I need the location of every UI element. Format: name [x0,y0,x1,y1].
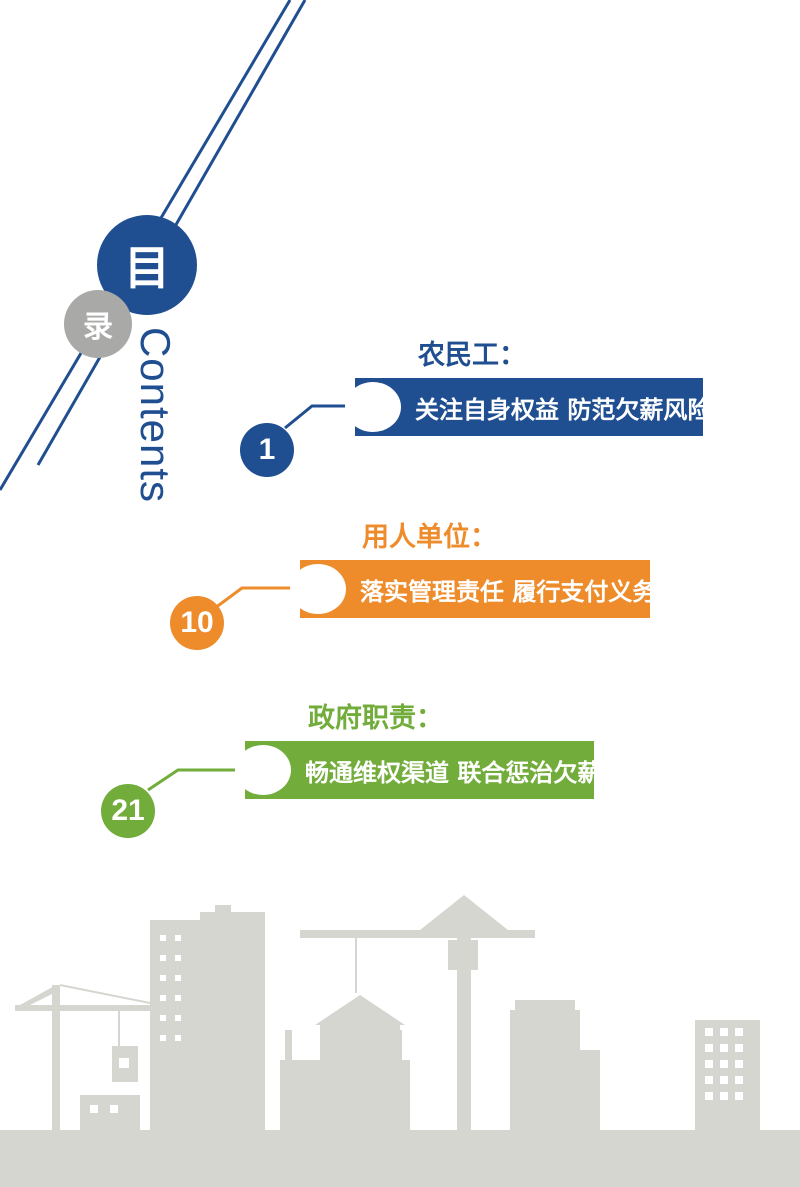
section-1-banner-text: 关注自身权益 防范欠薪风险 [415,395,712,424]
section-2-banner[interactable]: 落实管理责任 履行支付义务 [290,560,656,618]
section-1-page-number[interactable]: 1 [240,423,294,477]
toc-heading-main-circle: 目 [97,215,197,315]
section-1-banner[interactable]: 关注自身权益 防范欠薪风险 [345,378,711,436]
toc-heading-sub-char: 录 [83,310,113,345]
banner-notch [290,564,346,614]
banner-notch [345,382,401,432]
section-3-page-number[interactable]: 21 [101,784,155,838]
section-3-banner[interactable]: 畅通维权渠道 联合惩治欠薪 [235,741,601,799]
section-3-banner-text: 畅通维权渠道 联合惩治欠薪 [305,758,602,787]
contents-vertical-label: Contents [132,326,179,504]
banner-notch [235,745,291,795]
section-2-page-number[interactable]: 10 [170,596,224,650]
section-1-title: 农民工： [418,340,526,371]
toc-heading-sub-circle: 录 [64,290,132,358]
section-3-title: 政府职责： [308,703,443,734]
section-2-title: 用人单位： [362,522,497,553]
toc-heading-main-char: 目 [124,241,170,295]
construction-skyline-illustration [0,895,800,1187]
section-2-banner-text: 落实管理责任 履行支付义务 [360,577,657,606]
